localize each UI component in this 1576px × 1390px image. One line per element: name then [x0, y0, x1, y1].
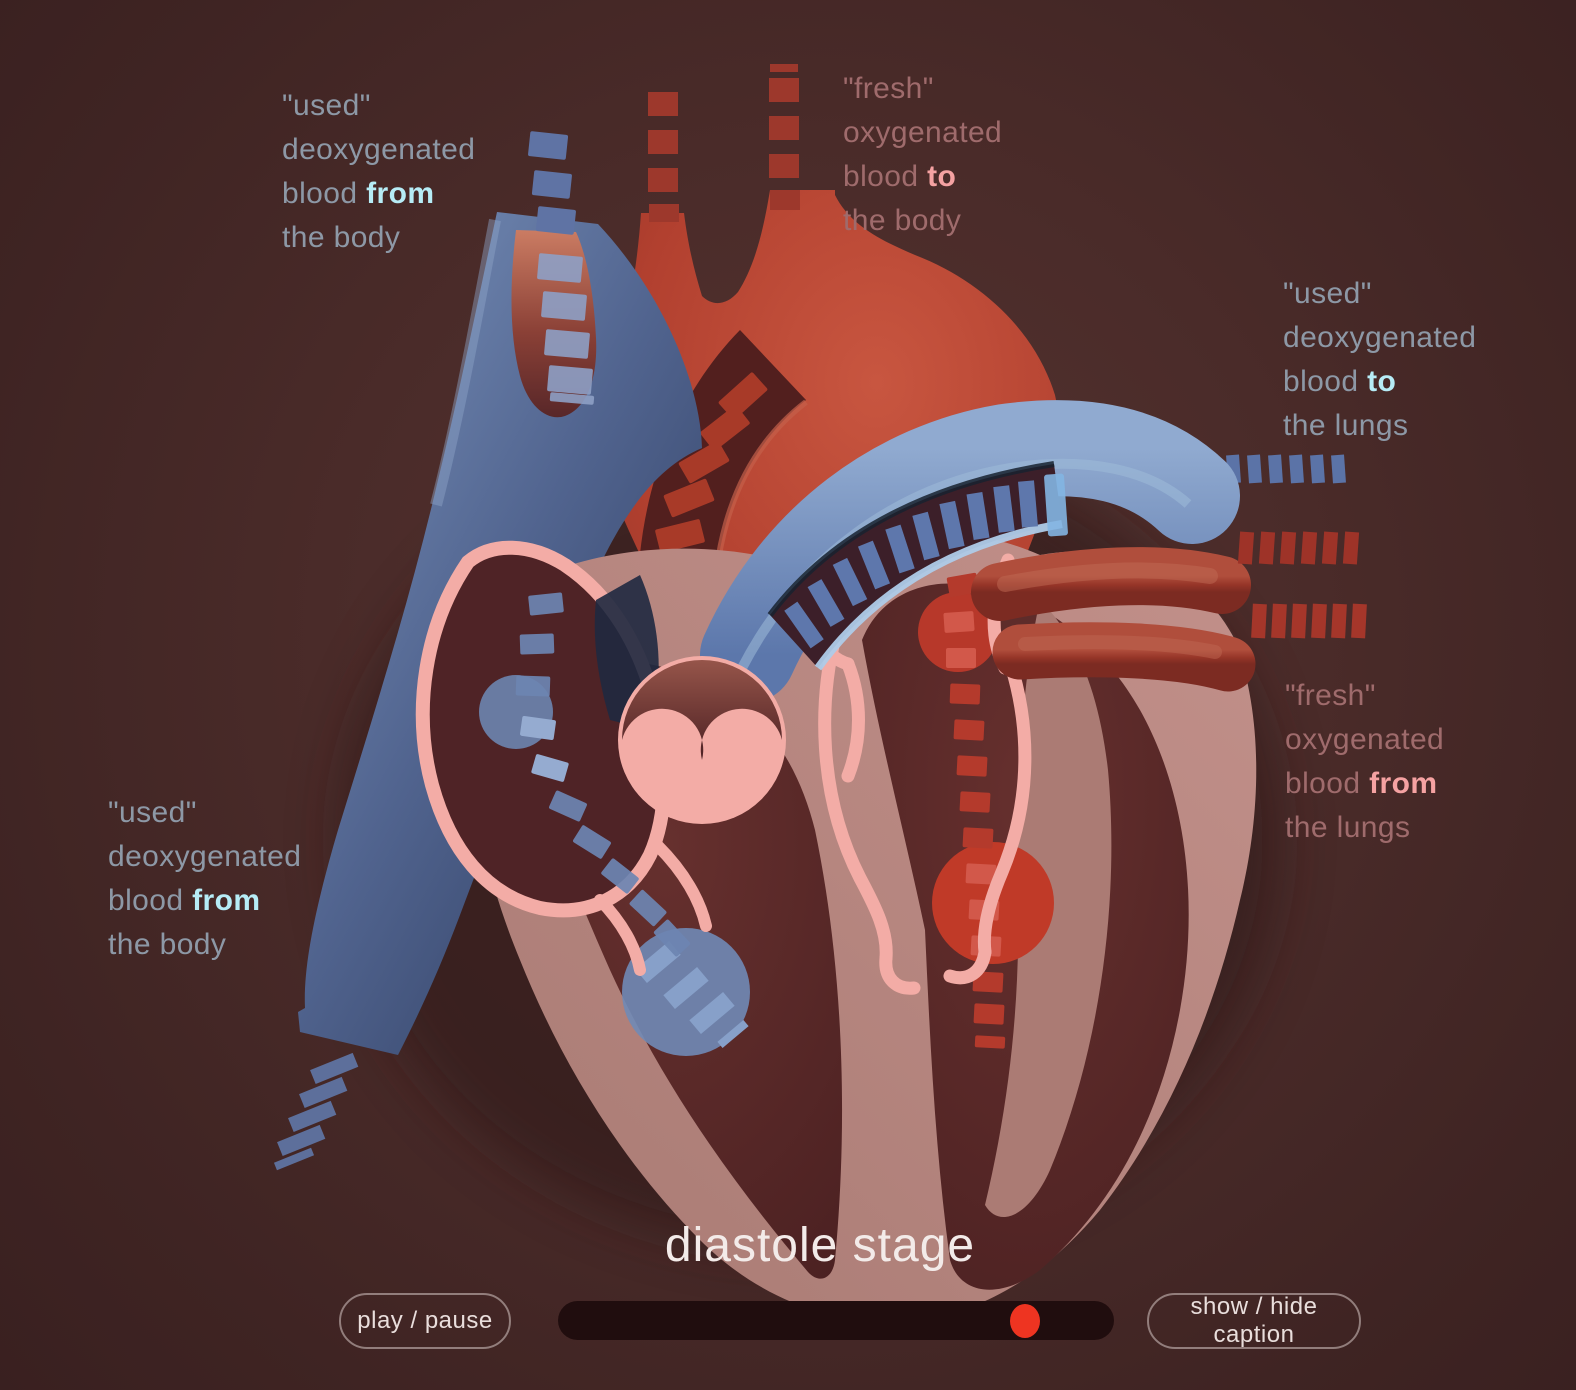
caption-line: "used"	[108, 796, 197, 829]
play-pause-button[interactable]: play / pause	[339, 1293, 511, 1349]
ra-flow-dashes	[515, 592, 691, 957]
vena-cava-flow-dashes	[528, 131, 595, 405]
caption-line: oxygenated	[843, 116, 1003, 149]
ivc-flow-dashes	[273, 1052, 359, 1171]
caption-oxygenated-from-lungs: "fresh" oxygenated blood from the lungs	[1285, 674, 1444, 850]
caption-deoxygenated-to-lungs: "used" deoxygenated blood to the lungs	[1283, 272, 1476, 448]
caption-line: blood	[1283, 365, 1368, 398]
caption-line: blood	[1285, 767, 1370, 800]
pa-flow-dashes	[784, 480, 1038, 649]
caption-line: the body	[282, 221, 401, 254]
vein-inflow-dashes-lower	[1251, 603, 1367, 639]
caption-line: blood	[282, 177, 367, 210]
caption-line: oxygenated	[1285, 723, 1445, 756]
caption-line: "fresh"	[1285, 679, 1376, 712]
pulmonary-artery	[700, 400, 1240, 703]
caption-direction-word: from	[1369, 767, 1438, 800]
aorta-inflow-dashes	[648, 64, 800, 222]
caption-line: the body	[843, 204, 962, 237]
progress-bar[interactable]	[558, 1301, 1114, 1340]
caption-line: the lungs	[1283, 409, 1409, 442]
caption-deoxygenated-from-body-top: "used" deoxygenated blood from the body	[282, 84, 475, 260]
caption-line: blood	[108, 884, 193, 917]
caption-line: deoxygenated	[282, 133, 476, 166]
show-hide-caption-button[interactable]: show / hide caption	[1147, 1293, 1361, 1349]
caption-line: the body	[108, 928, 227, 961]
caption-line: "used"	[282, 89, 371, 122]
pulmonary-valve-ring	[618, 656, 786, 824]
caption-deoxygenated-from-body-bottom: "used" deoxygenated blood from the body	[108, 791, 301, 967]
caption-oxygenated-to-body: "fresh" oxygenated blood to the body	[843, 67, 1002, 243]
pulmonary-veins	[971, 547, 1256, 692]
caption-line: the lungs	[1285, 811, 1411, 844]
stage-title: diastole stage	[664, 1219, 976, 1272]
caption-direction-word: from	[192, 884, 261, 917]
caption-line: "fresh"	[843, 72, 934, 105]
caption-line: deoxygenated	[108, 840, 302, 873]
rv-flow-dashes	[635, 940, 749, 1048]
caption-direction-word: to	[1367, 365, 1397, 398]
caption-line: deoxygenated	[1283, 321, 1477, 354]
caption-direction-word: to	[927, 160, 957, 193]
progress-handle[interactable]	[1010, 1303, 1041, 1338]
caption-line: blood	[843, 160, 928, 193]
caption-direction-word: from	[366, 177, 435, 210]
caption-line: "used"	[1283, 277, 1372, 310]
vein-inflow-dashes-upper	[1237, 531, 1360, 565]
